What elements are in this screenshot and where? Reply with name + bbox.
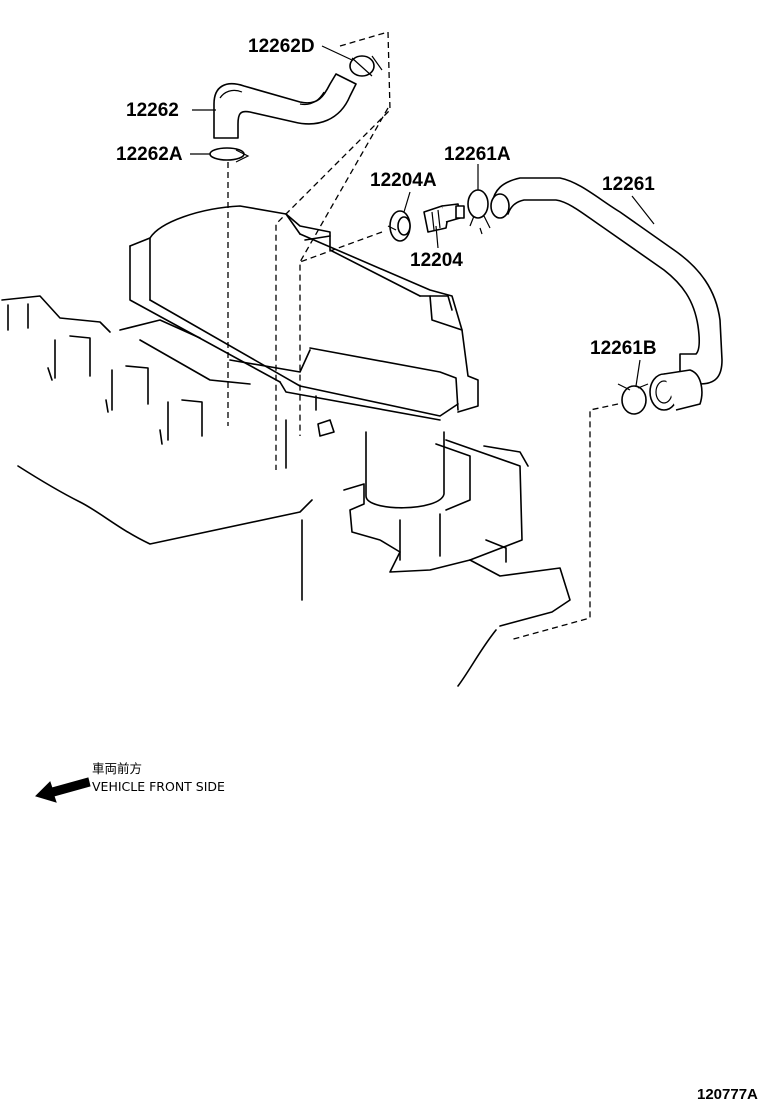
label-12261: 12261 [602, 174, 655, 195]
clip-12262D [349, 55, 383, 77]
label-12261B: 12261B [590, 338, 657, 359]
direction-en-label: VEHICLE FRONT SIDE [92, 779, 225, 794]
clip-12261A [467, 189, 491, 235]
label-12204A: 12204A [370, 170, 437, 191]
hose-12262 [213, 73, 357, 139]
label-12262: 12262 [126, 100, 179, 121]
front-direction-indicator: 車両前方 VEHICLE FRONT SIDE [35, 761, 225, 803]
clip-12261B [617, 383, 649, 415]
label-12262A: 12262A [116, 144, 183, 165]
front-arrow-icon [35, 777, 91, 803]
label-12261A: 12261A [444, 144, 511, 165]
label-12262D: 12262D [248, 36, 315, 57]
clip-12262A [209, 147, 250, 163]
direction-jp-label: 車両前方 [92, 761, 142, 776]
leader-lines [190, 45, 655, 387]
figure-reference: 120777A [697, 1086, 758, 1103]
label-12204: 12204 [410, 250, 463, 271]
hose-12261 [490, 177, 723, 411]
engine-outline [1, 205, 571, 687]
assembly-lines [227, 31, 619, 641]
pcv-valve-12204 [423, 203, 465, 233]
grommet-12204A [387, 210, 411, 242]
